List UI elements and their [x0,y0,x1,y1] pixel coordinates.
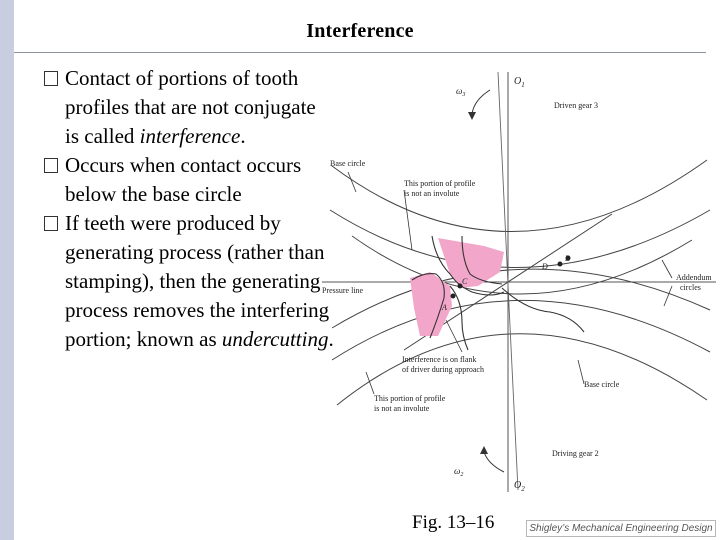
label-o2: O2 [514,480,525,493]
leader-base-circle-bottom [577,359,585,385]
arrowhead-icon [468,112,476,120]
leader-interference [445,319,463,353]
label-interference-2: of driver during approach [402,365,484,374]
omega3-rotation-arrow [471,89,491,115]
label-point-a: A [441,303,447,312]
label-addendum-1: Addendum [676,273,712,282]
label-note-top-2: is not an involute [404,189,460,198]
label-point-d: D [541,262,548,271]
bullet-item-undercutting: If teeth were produced by generating pro… [44,209,334,354]
bullet-text-end: . [328,327,334,351]
driving-tooth-profile-right [449,285,469,351]
term-interference: interference [139,124,241,148]
leader-note-bottom [365,371,375,395]
driving-tooth-profile-left [411,273,445,339]
label-driven-gear: Driven gear 3 [554,101,598,110]
label-note-top-1: This portion of profile [404,179,476,188]
bullet-item-interference: Contact of portions of tooth profiles th… [44,64,334,151]
checkbox-bullet-icon [44,158,58,173]
bullet-item-base-circle: Occurs when contact occurs below the bas… [44,151,334,209]
label-omega2: ω2 [454,466,463,478]
contact-point-a [450,293,456,299]
omega2-rotation-arrow [483,451,505,473]
bullet-text: Contact of portions of tooth profiles th… [65,66,316,148]
label-omega3: ω3 [456,86,465,98]
label-note-bottom-2: is not an involute [374,404,430,413]
driven-addendum-circle [351,235,693,295]
driving-tooth-interference-region [410,272,452,336]
leader-addendum-2 [663,285,673,307]
contact-point-b [565,255,571,261]
title-divider [14,52,706,53]
contact-point-c [457,283,463,289]
driving-pitch-circle [331,299,711,361]
contact-point-d [557,261,563,267]
driven-base-circle [331,159,708,232]
leader-note-top [403,189,413,251]
gear-interference-figure: O1 ω3 Driven gear 3 Base circle This por… [312,60,720,500]
driven-tooth-profile-right [461,235,503,285]
label-point-b: B [565,254,570,263]
checkbox-bullet-icon [44,216,58,231]
book-credit: Shigley’s Mechanical Engineering Design [526,520,716,537]
label-base-circle-top: Base circle [330,159,366,168]
bullet-list: Contact of portions of tooth profiles th… [44,64,334,354]
radius-to-o2 [507,284,519,491]
driven-tooth-interference-region [438,238,504,288]
driving-tooth-profile-far [501,287,585,333]
label-o1: O1 [514,76,525,89]
label-point-c: C [462,277,468,286]
slide-left-stripe [0,0,14,540]
label-note-bottom-1: This portion of profile [374,394,446,403]
gear-diagram: O1 ω3 Driven gear 3 Base circle This por… [322,71,716,493]
bullet-text: If teeth were produced by generating pro… [65,211,330,351]
driving-addendum-circle [331,268,711,329]
figure-caption: Fig. 13–16 [412,512,495,533]
leader-addendum-1 [661,259,673,279]
label-pressure-line: Pressure line [322,286,364,295]
term-undercutting: undercutting [221,327,329,351]
bullet-text-end: . [240,124,246,148]
leader-base-circle-top [347,171,357,193]
driven-pitch-circle [329,209,711,268]
radius-to-o1 [497,71,509,286]
slide-title: Interference [306,20,414,42]
label-addendum-2: circles [680,283,701,292]
label-base-circle-bottom: Base circle [584,380,620,389]
arrowhead-icon [480,446,488,454]
checkbox-bullet-icon [44,71,58,86]
bullet-text: Occurs when contact occurs below the bas… [65,153,302,206]
label-driving-gear: Driving gear 2 [552,449,599,458]
driving-base-circle [336,333,708,406]
label-interference-1: Interference is on flank [402,355,476,364]
